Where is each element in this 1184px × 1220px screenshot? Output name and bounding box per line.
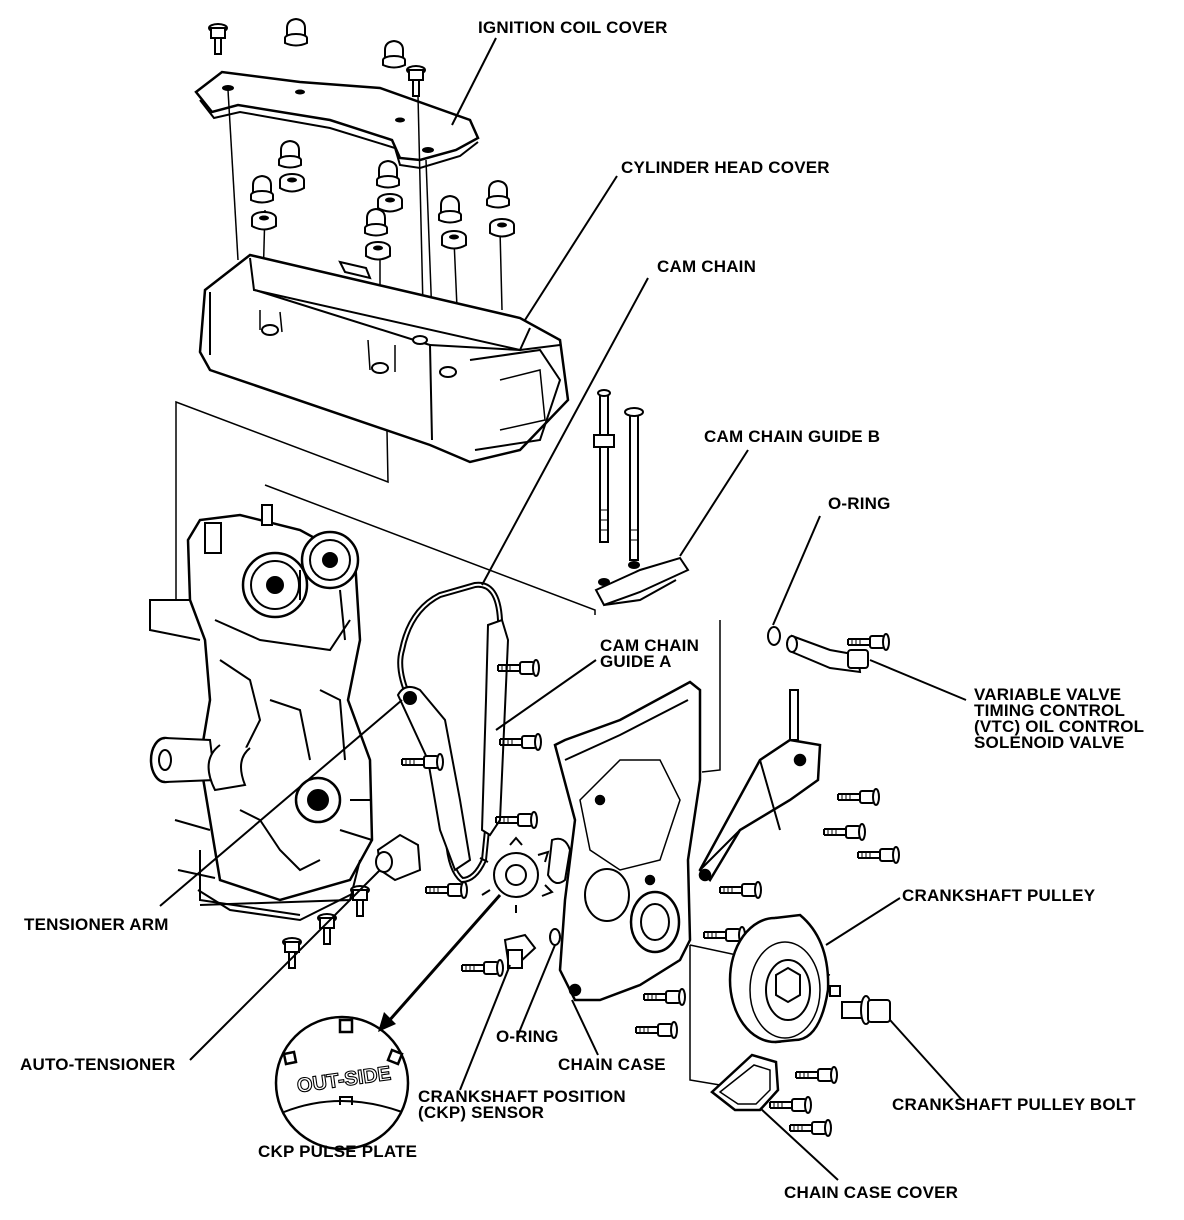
- crankshaft-pulley-part: [728, 913, 841, 1044]
- label-ckp-sensor-line2: (CKP) SENSOR: [418, 1103, 545, 1122]
- engine-block: [149, 504, 374, 922]
- leader-lines: [159, 37, 967, 1181]
- label-vtc-line2: TIMING CONTROL: [974, 701, 1126, 720]
- engine-mount-bracket: [698, 689, 901, 883]
- label-chain-case: CHAIN CASE: [558, 1055, 666, 1074]
- cam-chain-guide-a-part: [480, 618, 510, 837]
- crankshaft-pulley-bolt-part: [841, 995, 891, 1025]
- head-cover-fasteners: [250, 140, 515, 261]
- tensioner-arm-part: [396, 685, 472, 872]
- label-ckp-sensor-line1: CRANKSHAFT POSITION: [418, 1087, 626, 1106]
- ignition-coil-cover-part: [194, 70, 480, 170]
- block-bolts: [282, 885, 370, 969]
- label-cam-chain-guide-a-line2: GUIDE A: [600, 652, 672, 671]
- label-crankshaft-pulley-bolt: CRANKSHAFT PULLEY BOLT: [892, 1095, 1136, 1114]
- label-cam-chain-guide-a-line1: CAM CHAIN: [600, 636, 700, 655]
- label-vtc-line1: VARIABLE VALVE: [974, 685, 1122, 704]
- label-ignition-coil-cover: IGNITION COIL COVER: [478, 18, 668, 37]
- ckp-sensor-part: [503, 933, 537, 969]
- label-cylinder-head-cover: CYLINDER HEAD COVER: [621, 158, 830, 177]
- cam-chain-guide-b-part: [593, 389, 690, 607]
- label-vtc-line4: SOLENOID VALVE: [974, 733, 1125, 752]
- label-o-ring-bottom: O-RING: [496, 1027, 559, 1046]
- chain-case-cover-part: [710, 1053, 839, 1138]
- label-crankshaft-pulley: CRANKSHAFT PULLEY: [902, 886, 1096, 905]
- label-cam-chain: CAM CHAIN: [657, 257, 757, 276]
- label-cam-chain-guide-b: CAM CHAIN GUIDE B: [704, 427, 881, 446]
- label-o-ring-top: O-RING: [828, 494, 891, 513]
- label-chain-case-cover: CHAIN CASE COVER: [784, 1183, 959, 1202]
- label-vtc-line3: (VTC) OIL CONTROL: [974, 717, 1145, 736]
- ckp-detail-arrow: [378, 894, 502, 1032]
- label-tensioner-arm: TENSIONER ARM: [24, 915, 169, 934]
- label-auto-tensioner: AUTO-TENSIONER: [20, 1055, 176, 1074]
- ckp-pulse-plate-detail: OUT-SIDE: [274, 1015, 410, 1151]
- label-ckp-pulse-plate: CKP PULSE PLATE: [258, 1142, 418, 1161]
- vtc-solenoid-part: [767, 626, 890, 674]
- chain-case-part: [553, 680, 702, 1002]
- cylinder-head-cover-part: [198, 253, 570, 464]
- crank-sprocket-part: [479, 836, 554, 913]
